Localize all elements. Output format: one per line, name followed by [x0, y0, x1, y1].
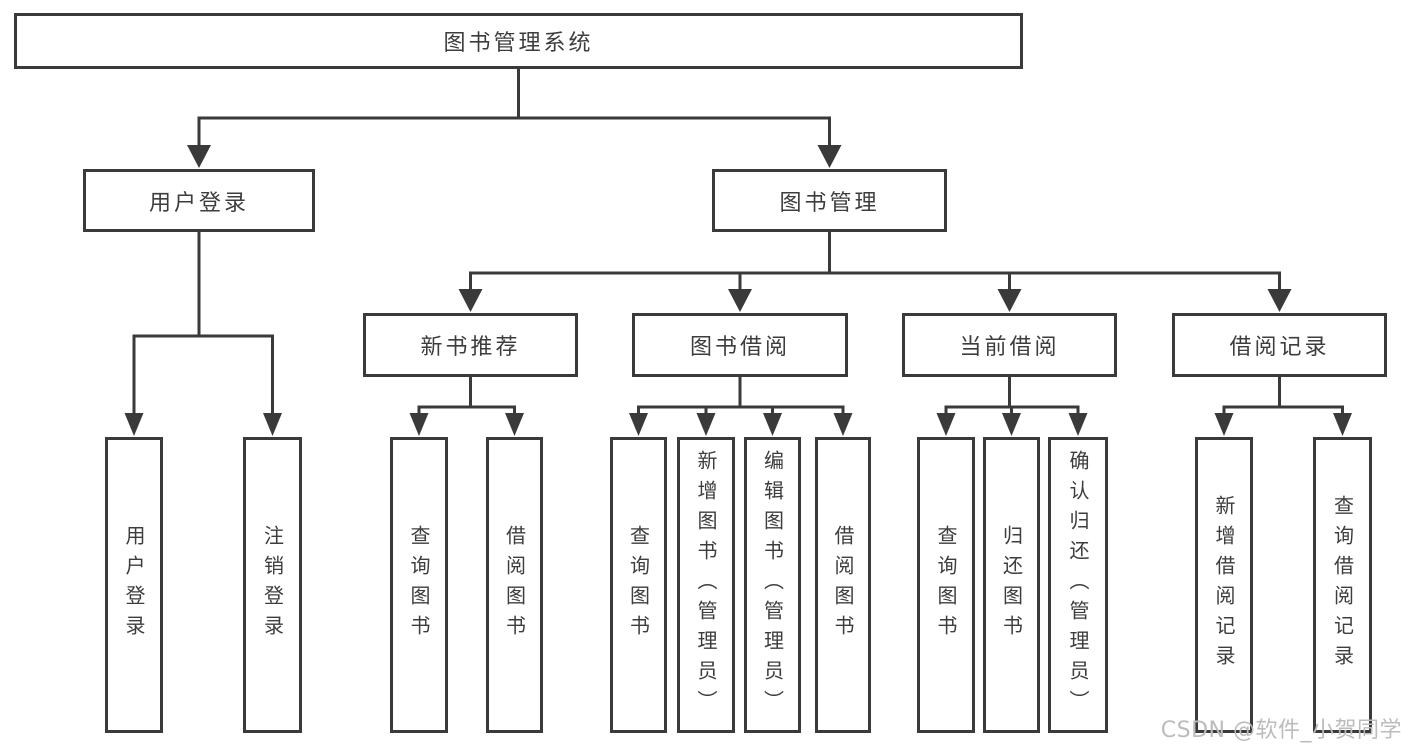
node-library-management-system: 图书管理系统: [14, 13, 1023, 69]
node-edit-books-admin: 编辑图书（管理员）: [744, 437, 801, 733]
node-query-books-current: 查询图书: [917, 437, 975, 733]
node-current-borrowing: 当前借阅: [902, 313, 1117, 377]
node-return-books: 归还图书: [983, 437, 1040, 733]
node-add-books-admin: 新增图书（管理员）: [677, 437, 735, 733]
watermark-text: CSDN @软件_小贺同学: [1160, 718, 1402, 743]
node-borrow-books-newbook: 借阅图书: [486, 437, 543, 733]
node-borrowing-records: 借阅记录: [1172, 313, 1387, 377]
node-user-login: 用户登录: [83, 169, 315, 232]
node-add-borrow-record: 新增借阅记录: [1195, 437, 1253, 733]
node-confirm-return-admin: 确认归还（管理员）: [1048, 437, 1108, 733]
node-book-management: 图书管理: [712, 169, 947, 232]
node-borrow-books-borrowing: 借阅图书: [815, 437, 871, 733]
node-query-books-borrowing: 查询图书: [610, 437, 667, 733]
node-logout: 注销登录: [243, 437, 302, 733]
node-query-borrow-record: 查询借阅记录: [1313, 437, 1372, 733]
node-book-borrowing: 图书借阅: [632, 313, 848, 377]
node-user-login-leaf: 用户登录: [105, 437, 163, 733]
node-query-books-newbook: 查询图书: [390, 437, 448, 733]
node-new-book-recommend: 新书推荐: [363, 313, 578, 377]
